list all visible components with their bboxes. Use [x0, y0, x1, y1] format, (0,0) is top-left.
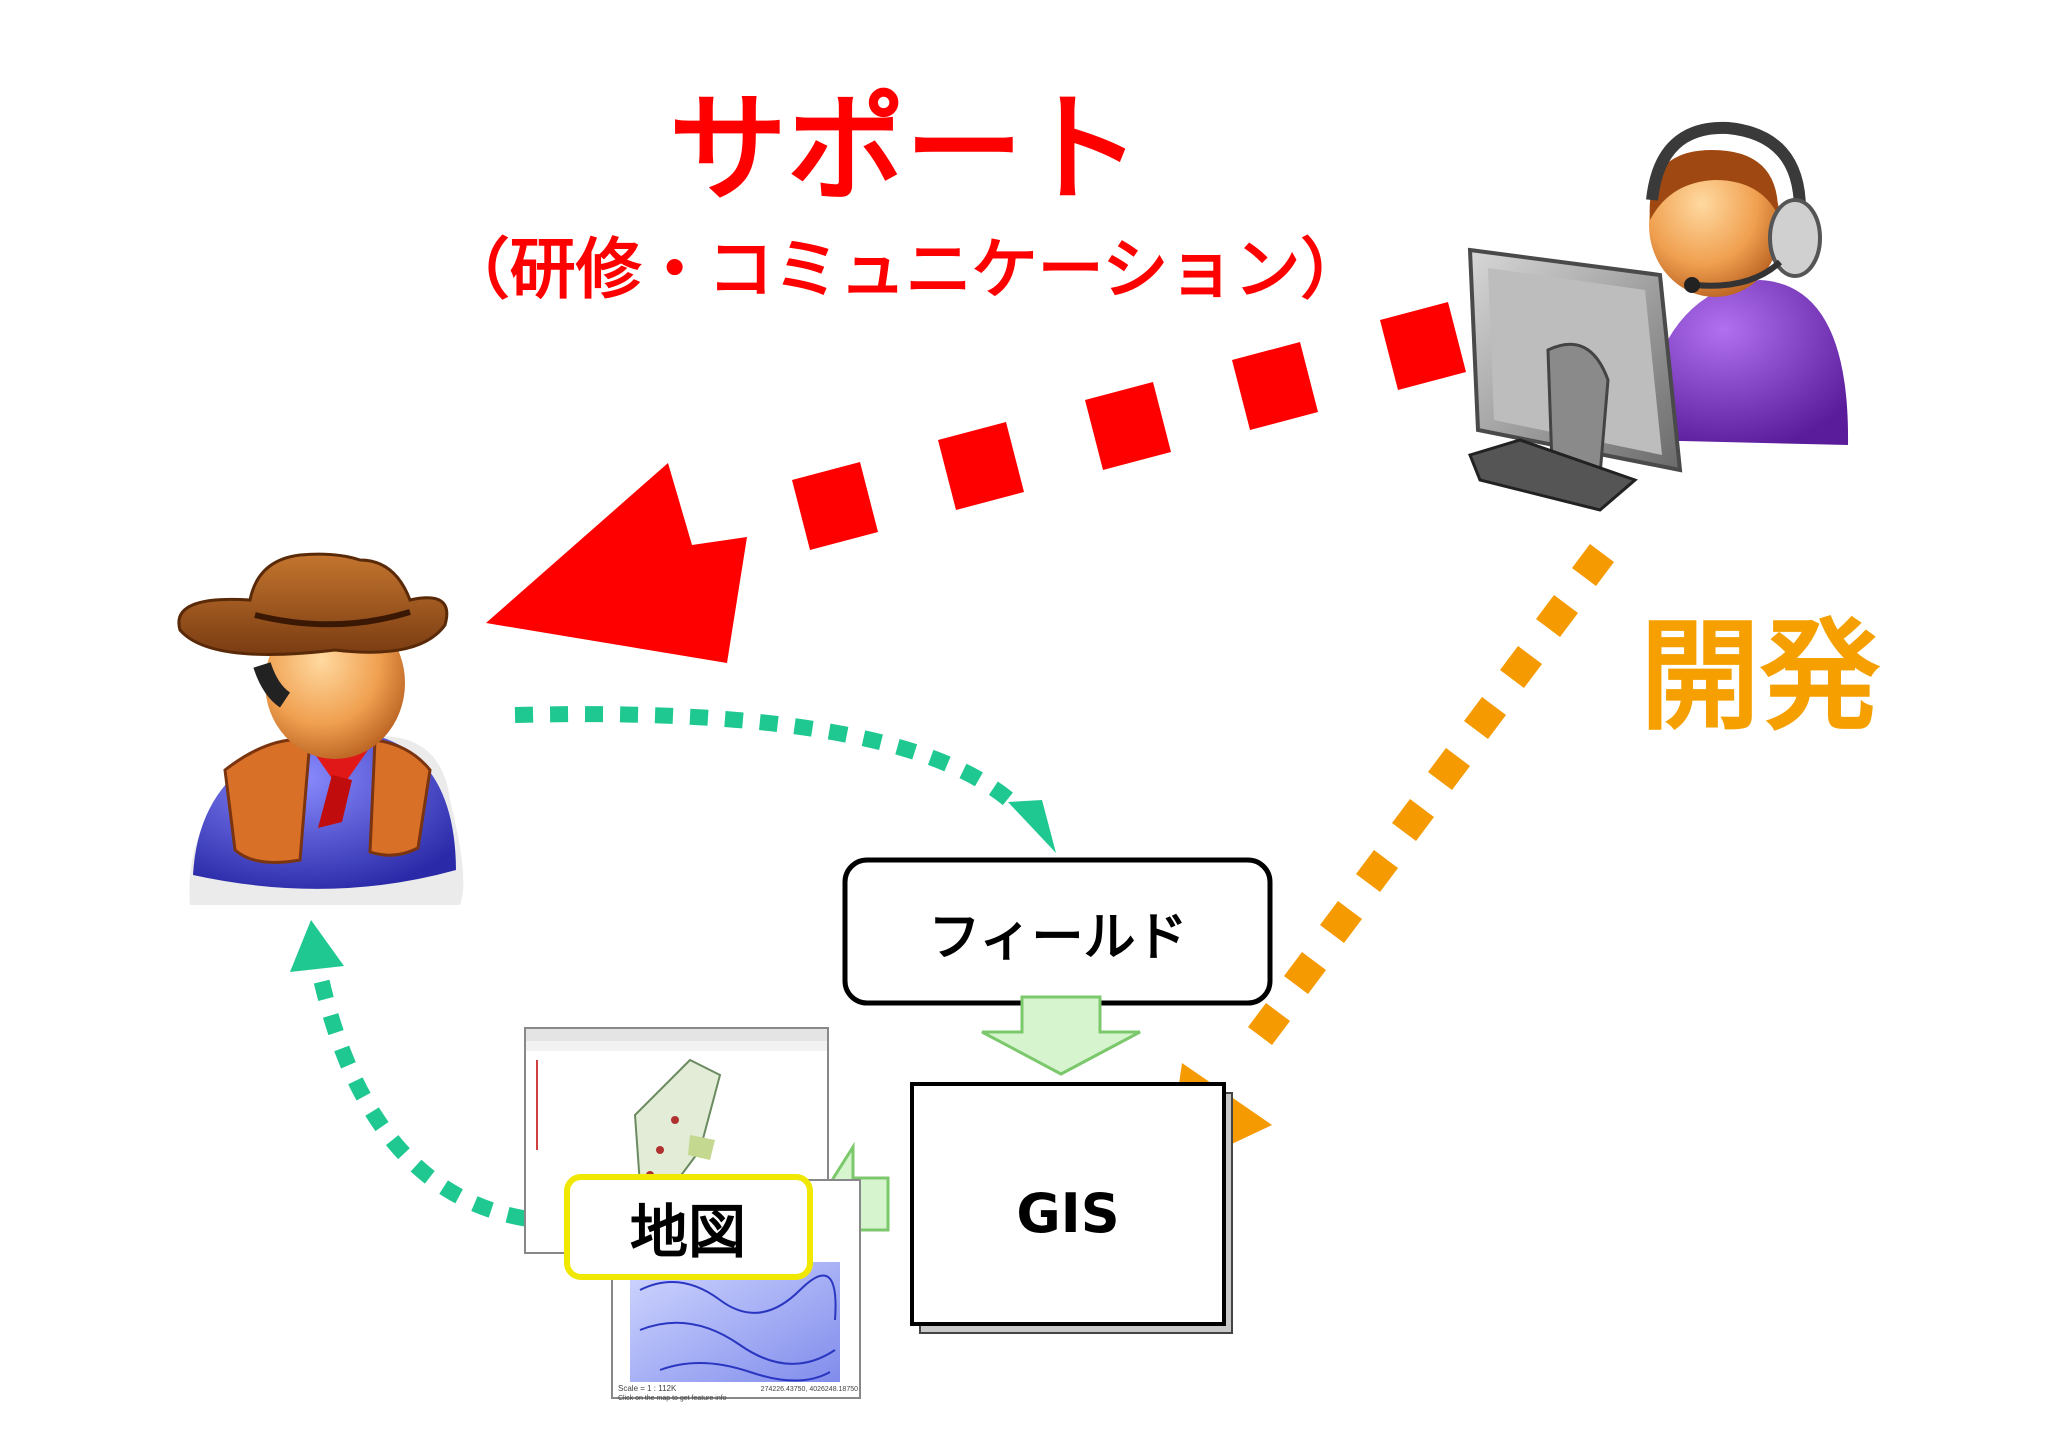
- gis-box: GIS: [910, 1082, 1233, 1334]
- development-arrow-dashes: [1248, 544, 1614, 1045]
- flow-arrow-to-user-head: [290, 920, 344, 972]
- support-arrow-dashes: [792, 302, 1466, 550]
- field-to-gis-arrow: [981, 995, 1141, 1076]
- flow-arrow-to-user-line: [310, 963, 561, 1230]
- field-box: フィールド: [842, 857, 1273, 1006]
- development-label: 開発: [1640, 608, 1881, 747]
- map-label-box: 地図: [564, 1174, 813, 1280]
- map-coords-text: 274226.43750, 4026248.18750: [761, 1386, 858, 1393]
- map-label: 地図: [630, 1198, 746, 1266]
- map-scale-text: Scale = 1 : 112K: [618, 1384, 677, 1393]
- flow-arrow-to-user: [290, 920, 561, 1230]
- computer-monitor-icon: [1467, 247, 1683, 512]
- support-arrow-head: [486, 463, 747, 663]
- title-sub: （研修・コミュニケーション）: [444, 231, 1367, 308]
- support-arrow: [486, 302, 1466, 663]
- gis-label: GIS: [1016, 1182, 1119, 1245]
- map-hint-text: Click on the map to get feature info: [618, 1395, 727, 1402]
- flow-arrow-to-field-head: [1008, 800, 1056, 853]
- cowboy-user-icon: [177, 552, 464, 905]
- flow-arrow-to-field-line: [514, 706, 1021, 811]
- field-label: フィールド: [929, 908, 1188, 968]
- title-main: サポート: [669, 80, 1141, 218]
- support-operator-icon: [1640, 121, 1849, 445]
- flow-arrow-to-field: [514, 706, 1056, 853]
